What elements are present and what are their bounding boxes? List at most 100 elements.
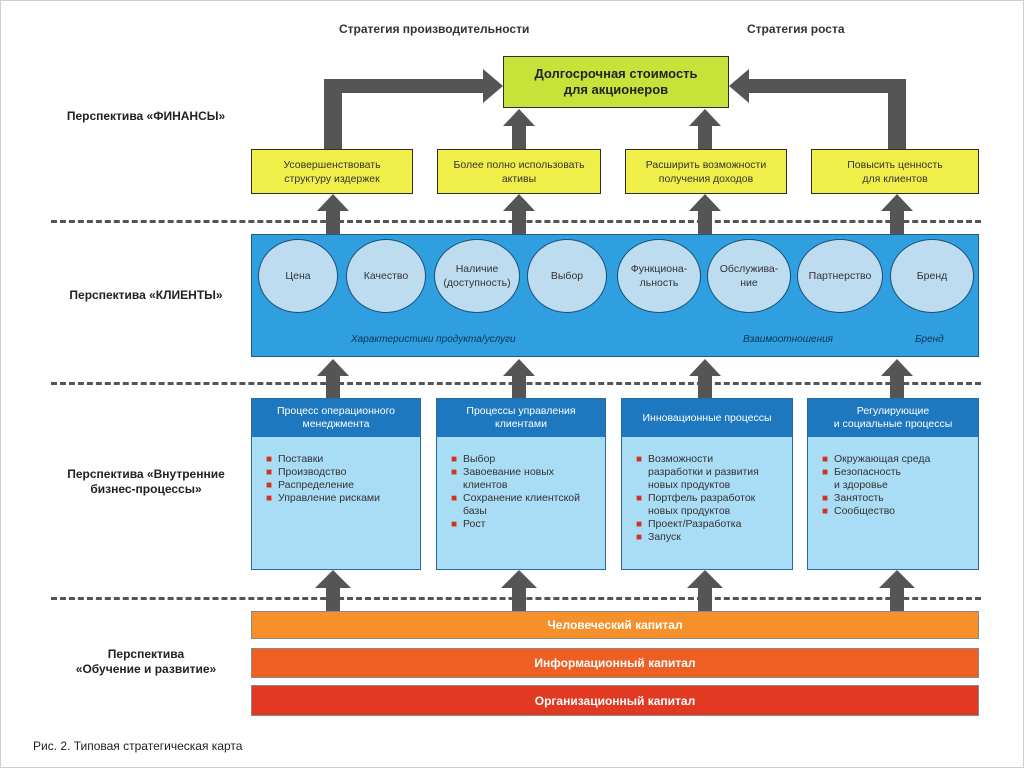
finance-line: структуру издержек	[284, 172, 380, 185]
bullet-icon: ■	[822, 493, 829, 504]
process-item-text: Запуск	[648, 531, 681, 543]
client-attribute-label: Качество	[363, 270, 409, 282]
client-attribute-label: Выбор	[550, 270, 584, 282]
bullet-icon: ■	[266, 480, 273, 491]
process-item-text: Портфель разработок	[648, 492, 756, 504]
clients-to-finance-arrow-2	[503, 194, 535, 236]
process-item: ■ Окружающая среда	[822, 453, 974, 466]
client-group-relationship: Взаимоотношения	[743, 334, 833, 345]
client-attribute-quality: Качество	[346, 239, 426, 313]
process-item-text: Окружающая среда	[834, 453, 931, 465]
perspective-learning-line-2: «Обучение и развитие»	[75, 662, 217, 676]
perspective-clients-label: Перспектива «КЛИЕНТЫ»	[69, 288, 223, 302]
client-attribute-label: (доступность)	[443, 277, 511, 289]
capital-bar-information: Информационный капитал	[251, 648, 979, 678]
client-attribute-label: Наличие	[455, 263, 499, 275]
clients-to-finance-arrow-4	[881, 194, 913, 236]
figure-caption: Рис. 2. Типовая стратегическая карта	[33, 739, 243, 753]
productivity-arrow	[324, 69, 503, 151]
process-title-line: Регулирующие	[856, 405, 930, 417]
finance-line: Повысить ценность	[847, 158, 943, 171]
process-item: ■ Сообщество	[822, 505, 974, 518]
process-item: ■ Управление рисками	[266, 492, 416, 505]
process-to-clients-arrow-3	[689, 359, 721, 398]
process-item-text: клиентов	[463, 479, 508, 491]
process-item: ■Выбор	[451, 453, 601, 466]
process-items: ■Поставки ■Производство ■Распределение ■…	[252, 437, 420, 505]
process-item-text: новых продуктов	[648, 505, 731, 517]
process-item: ■ Распределение	[266, 479, 416, 492]
separator-line	[51, 220, 981, 223]
process-item-text: Возможности	[648, 453, 714, 465]
growth-arrow	[729, 69, 906, 151]
process-title-line: и социальные процессы	[833, 418, 953, 430]
client-attribute-label: Функциона-	[630, 263, 688, 275]
process-item-text: Выбор	[463, 453, 496, 465]
bullet-icon: ■	[822, 506, 829, 517]
capital-bar-organizational: Организационный капитал	[251, 685, 979, 716]
perspective-internal-line-2: бизнес-процессы»	[90, 482, 202, 496]
strategy-productivity-label: Стратегия производительности	[339, 22, 530, 36]
capital-label: Организационный капитал	[534, 693, 696, 708]
clients-to-finance-arrow-3	[689, 194, 721, 236]
bullet-icon: ■	[266, 493, 273, 504]
process-title-line: менеджмента	[302, 418, 370, 430]
bullet-icon: ■	[451, 519, 458, 530]
bullet-icon: ■	[636, 532, 643, 543]
capital-bar-human: Человеческий капитал	[251, 611, 979, 639]
process-item-text: Сообщество	[834, 505, 895, 517]
capital-to-process-arrow-1	[315, 570, 351, 611]
client-group-product: Характеристики продукта/услуги	[351, 334, 516, 345]
perspective-finance-label: Перспектива «ФИНАНСЫ»	[66, 109, 226, 123]
client-attribute-brand: Бренд	[890, 239, 974, 313]
process-item: ■ Рост	[451, 518, 601, 531]
shareholder-value-goal: Долгосрочная стоимость для акционеров	[503, 56, 729, 108]
process-item-text: Занятость	[834, 492, 884, 504]
client-attribute-availability: Наличие (доступность)	[434, 239, 520, 313]
goal-line-1: Долгосрочная стоимость	[534, 66, 698, 81]
process-item-text: Управление рисками	[278, 492, 380, 504]
bullet-icon: ■	[822, 454, 829, 465]
process-item-text: Рост	[463, 518, 486, 530]
process-title-line: Инновационные процессы	[642, 411, 772, 424]
bullet-icon: ■	[636, 493, 643, 504]
client-group-brand: Бренд	[915, 334, 944, 345]
bullet-icon: ■	[636, 519, 643, 530]
process-title-line: Процессы управления	[466, 405, 576, 417]
client-attribute-label: Бренд	[916, 270, 948, 282]
perspective-internal-line-1: Перспектива «Внутренние	[67, 467, 225, 481]
capital-label: Информационный капитал	[534, 656, 696, 670]
strategy-growth-label: Стратегия роста	[747, 22, 845, 36]
process-item: ■ Занятость	[822, 492, 974, 505]
finance-line: активы	[501, 172, 537, 185]
client-attribute-label: Партнерство	[808, 270, 872, 282]
separator-line	[51, 382, 981, 385]
bullet-icon: ■	[822, 467, 829, 478]
bullet-icon: ■	[451, 493, 458, 504]
client-attribute-label: Обслужива-	[719, 263, 779, 275]
finance-line: получения доходов	[658, 172, 754, 185]
clients-to-finance-arrow-1	[317, 194, 349, 236]
finance-to-goal-arrow-3	[689, 109, 721, 149]
separator-line	[51, 597, 981, 600]
finance-line: Более полно использовать	[453, 158, 585, 171]
capital-to-process-arrow-4	[879, 570, 915, 611]
process-item-text: Распределение	[278, 479, 354, 491]
